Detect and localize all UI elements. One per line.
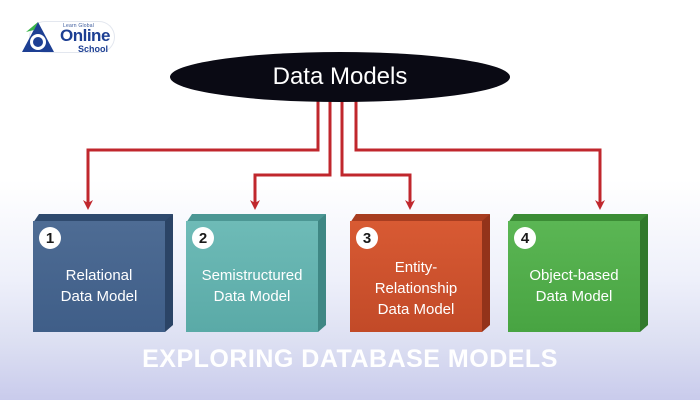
connector-2 [250, 100, 332, 210]
connector-4 [354, 100, 605, 210]
logo: Learn Global Online School [20, 20, 115, 56]
model-number-badge: 3 [356, 227, 378, 249]
model-label: Relational Data Model [60, 267, 138, 305]
box-front-face: 3 Entity- Relationship Data Model [350, 221, 482, 332]
box-front-face: 1 Relational Data Model [33, 221, 165, 332]
connector-1 [83, 100, 320, 210]
connector-3 [340, 100, 415, 210]
box-top-face [33, 214, 173, 223]
logo-tagline: Learn Global [63, 23, 95, 29]
logo-mark-icon [22, 22, 54, 52]
model-box-entity-relationship: 3 Entity- Relationship Data Model [350, 214, 490, 332]
page-title-banner: EXPLORING DATABASE MODELS [142, 344, 558, 373]
model-number-badge: 1 [39, 227, 61, 249]
box-front-face: 2 Semistructured Data Model [186, 221, 318, 332]
logo-subbrand: School [78, 44, 109, 54]
model-box-object-based: 4 Object-based Data Model [508, 214, 648, 332]
box-front-face: 4 Object-based Data Model [508, 221, 640, 332]
model-box-semistructured: 2 Semistructured Data Model [186, 214, 326, 332]
box-side-face [165, 214, 173, 332]
model-number-badge: 4 [514, 227, 536, 249]
model-label: Object-based Data Model [529, 267, 619, 305]
box-side-face [318, 214, 326, 332]
root-node-title: Data Models [272, 63, 408, 90]
model-label: Entity- Relationship Data Model [374, 259, 458, 318]
box-top-face [350, 214, 490, 223]
box-side-face [482, 214, 490, 332]
box-top-face [186, 214, 326, 223]
model-box-relational: 1 Relational Data Model [33, 214, 173, 332]
model-label: Semistructured Data Model [201, 267, 303, 305]
box-side-face [640, 214, 648, 332]
model-number-badge: 2 [192, 227, 214, 249]
logo-brand: Online [60, 26, 110, 45]
box-top-face [508, 214, 648, 223]
root-ellipse [170, 52, 510, 102]
